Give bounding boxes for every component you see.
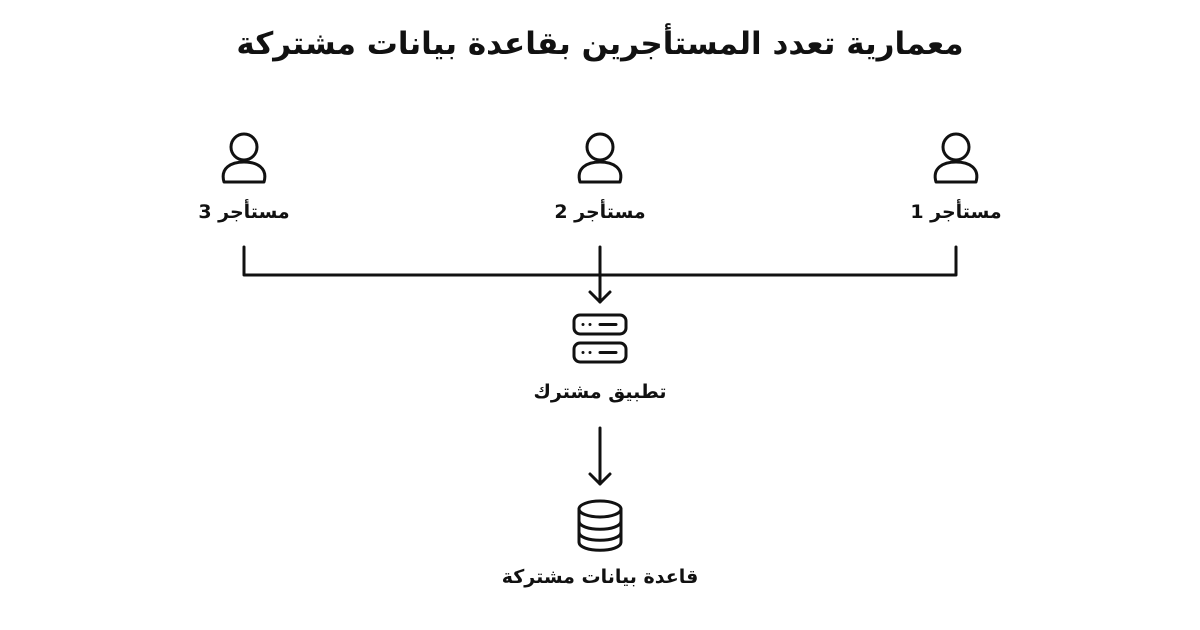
diagram-title: معمارية تعدد المستأجرين بقاعدة بيانات مش… [236, 26, 964, 62]
arrow-to-app [588, 245, 612, 304]
tenant-1-label: مستأجر 1 [910, 201, 1002, 223]
shared-database-label: قاعدة بيانات مشتركة [501, 566, 699, 588]
user-icon [933, 132, 979, 184]
user-icon [221, 132, 267, 184]
tenant-2-label: مستأجر 2 [554, 201, 646, 223]
shared-app-label: تطبيق مشترك [533, 381, 667, 403]
database-icon [577, 499, 623, 552]
user-icon [577, 132, 623, 184]
arrow-to-database [588, 426, 612, 486]
tenant-3-label: مستأجر 3 [198, 201, 290, 223]
server-icon [572, 313, 628, 364]
